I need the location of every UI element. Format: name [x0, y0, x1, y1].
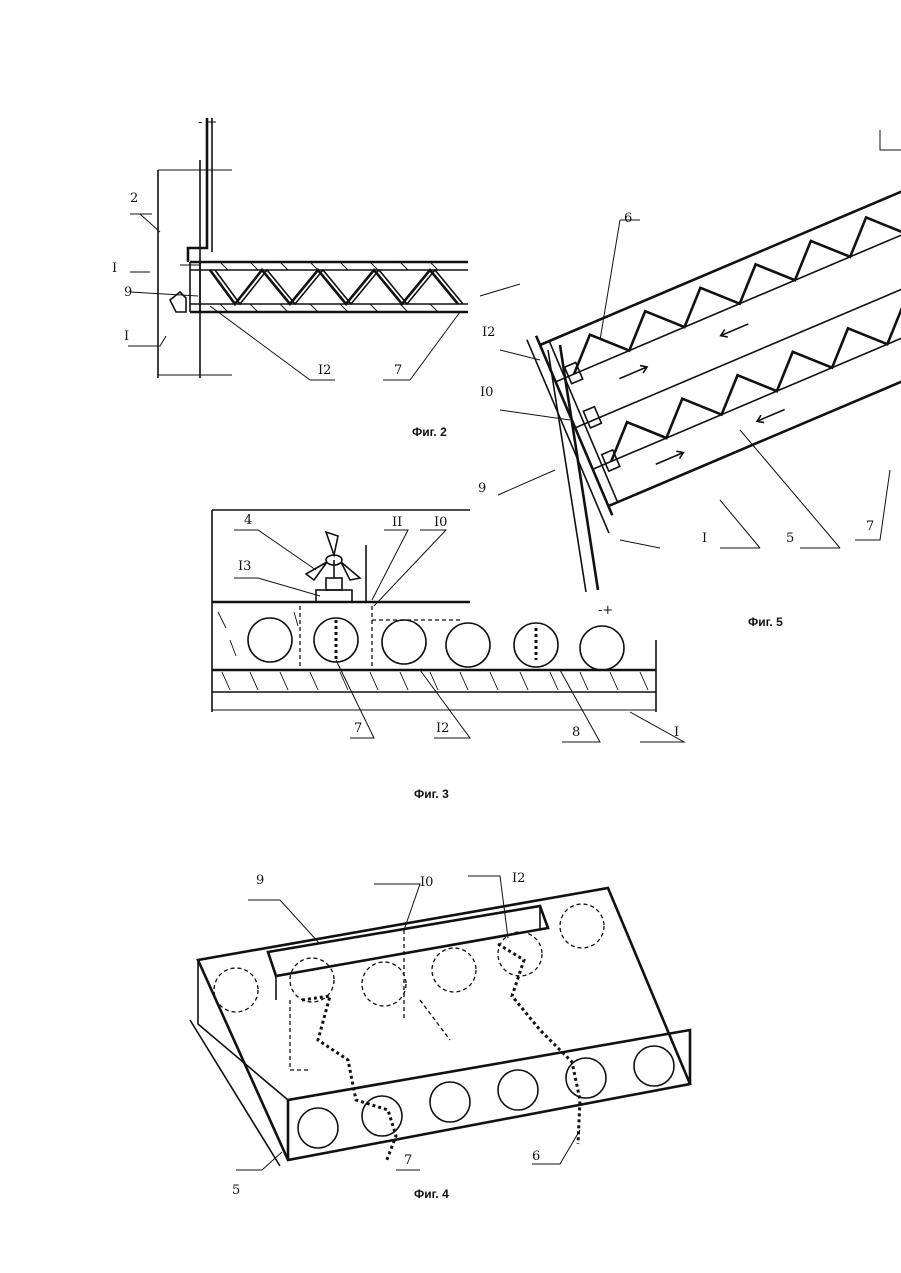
fig2-label-2: 2 [130, 191, 138, 206]
fig5-label-7: 7 [866, 519, 874, 534]
fig4-label-I2: I2 [512, 871, 525, 886]
fig2-label-I-top: I [112, 261, 117, 276]
figure-5: 6 I2 I0 9 I 5 7 -+ Фиг. 5 [478, 130, 901, 629]
fig2-label-9: 9 [124, 285, 132, 300]
fig3-label-I: I [674, 725, 679, 740]
fig2-label-I2: I2 [318, 363, 331, 378]
fig4-label-7: 7 [404, 1153, 412, 1168]
figure-4: 9 I0 I2 5 7 6 Фиг. 4 [190, 871, 690, 1201]
fig5-label-I2: I2 [482, 325, 495, 340]
fig3-caption: Фиг. 3 [414, 787, 449, 801]
fig3-label-I2: I2 [436, 721, 449, 736]
fig5-label-5: 5 [786, 531, 794, 546]
fig3-label-8: 8 [572, 725, 580, 740]
fig4-label-6: 6 [532, 1149, 540, 1164]
fig2-label-I-bottom: I [124, 329, 129, 344]
fig5-label-I0: I0 [480, 385, 493, 400]
fig5-caption: Фиг. 5 [748, 615, 783, 629]
fig2-caption: Фиг. 2 [412, 425, 447, 439]
fig4-caption: Фиг. 4 [414, 1187, 449, 1201]
figure-3: 4 II I0 I3 7 I2 8 I Фиг. 3 [212, 510, 684, 801]
fig5-label-9: 9 [478, 481, 486, 496]
fig2-label-7: 7 [394, 363, 402, 378]
fig3-label-4: 4 [244, 513, 252, 528]
fig4-label-I0: I0 [420, 875, 433, 890]
fig3-label-II: II [392, 515, 402, 530]
fig4-label-5: 5 [232, 1183, 240, 1198]
fig5-label-6: 6 [624, 211, 632, 226]
fig5-polarity: -+ [598, 603, 613, 618]
fig2-polarity: - + [198, 115, 217, 130]
fig3-label-7: 7 [354, 721, 362, 736]
fig4-label-9: 9 [256, 873, 264, 888]
fig3-label-I3: I3 [238, 559, 251, 574]
fig3-label-I0: I0 [434, 515, 447, 530]
figure-2: - + 2 I 9 I I2 7 Фиг. 2 [112, 115, 468, 439]
fig5-label-I: I [702, 531, 707, 546]
